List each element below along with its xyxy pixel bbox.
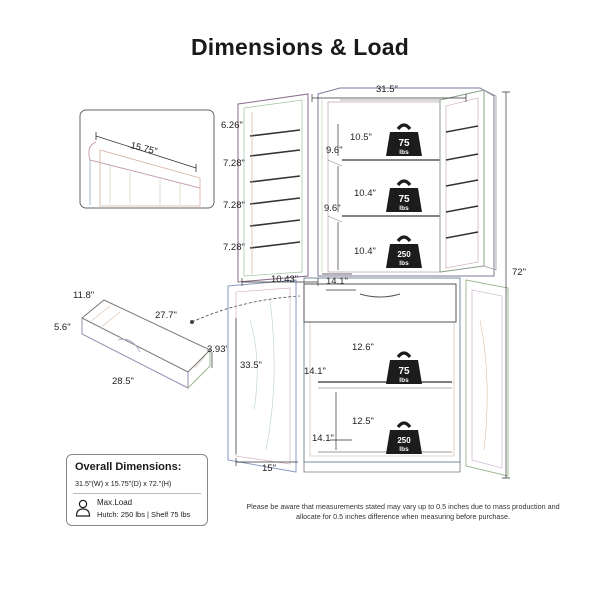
overall-dimensions-heading: Overall Dimensions: <box>75 461 182 473</box>
disclaimer-text: Please be aware that measurements stated… <box>246 502 560 521</box>
weight-5-unit: lbs <box>399 446 409 453</box>
dim-upper-gap-1: 10.5" <box>350 132 372 143</box>
dim-drawer-width-top: 11.8" <box>73 290 94 301</box>
dim-lower-depth-1: 14.1" <box>304 366 326 377</box>
dim-side-shelf-2: 7.28" <box>223 158 245 169</box>
weight-1-unit: lbs <box>399 149 409 156</box>
weight-3-value: 250 <box>397 250 411 259</box>
weight-2-value: 75 <box>398 194 410 205</box>
dim-side-shelf-4: 7.28" <box>223 242 245 253</box>
weight-badge-1: 75 lbs <box>384 123 424 158</box>
dim-lower-height: 33.5" <box>240 360 262 371</box>
overall-dimensions-value: 31.5"(W) x 15.75"(D) x 72."(H) <box>75 479 172 488</box>
max-load-label: Max.Load <box>97 498 133 507</box>
weight-badge-4: 75 lbs <box>384 351 424 386</box>
dim-drawer-length: 27.7" <box>155 310 177 321</box>
drawer-illustration <box>81 299 213 389</box>
page-title: Dimensions & Load <box>190 34 410 60</box>
dim-upper-depth-2: 9.6" <box>324 203 341 214</box>
weight-1-value: 75 <box>398 138 410 149</box>
dim-lower-gap-2: 12.5" <box>352 416 374 427</box>
overall-dimensions-box: Overall Dimensions: 31.5"(W) x 15.75"(D)… <box>66 454 208 526</box>
dim-lower-depth-2: 14.1" <box>312 433 334 444</box>
dim-lower-door-width: 15" <box>262 463 276 474</box>
weight-4-value: 75 <box>398 366 410 377</box>
dim-upper-depth-1: 9.6" <box>326 145 343 156</box>
dimension-lines <box>235 91 510 479</box>
base-cabinet <box>227 277 509 477</box>
dim-upper-gap-2: 10.4" <box>354 188 376 199</box>
dim-height: 72" <box>512 267 526 278</box>
weight-4-unit: lbs <box>399 377 409 384</box>
dim-upper-shelf-depth: 14.1" <box>326 276 348 287</box>
weight-badge-3: 250 lbs <box>384 235 424 270</box>
overall-divider <box>73 493 201 494</box>
dim-door-width: 10.43" <box>271 274 298 285</box>
dim-upper-gap-3: 10.4" <box>354 246 376 257</box>
dim-lower-gap-1: 12.6" <box>352 342 374 353</box>
hutch-cabinet <box>237 87 497 283</box>
top-corner-inset <box>79 109 215 209</box>
weight-badge-2: 75 lbs <box>384 179 424 214</box>
max-load-value: Hutch: 250 lbs | Shelf 75 lbs <box>97 510 191 519</box>
weight-badge-5: 250 lbs <box>384 421 424 456</box>
dim-width: 31.5" <box>376 84 398 95</box>
weight-3-unit: lbs <box>399 260 409 267</box>
dim-drawer-bottom: 28.5" <box>112 376 134 387</box>
weight-2-unit: lbs <box>399 205 409 212</box>
user-icon <box>75 499 91 517</box>
dim-drawer-side: 5.6" <box>54 322 71 333</box>
dim-side-shelf-1: 6.26" <box>221 120 243 131</box>
weight-5-value: 250 <box>397 436 411 445</box>
dim-drawer-height: 3.93" <box>207 344 229 355</box>
dim-side-shelf-3: 7.28" <box>223 200 245 211</box>
